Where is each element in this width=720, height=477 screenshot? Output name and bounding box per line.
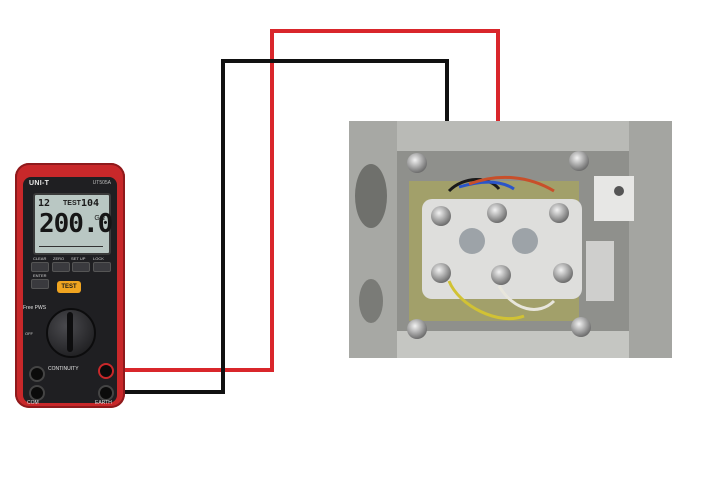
continuity-label: CONTINUITY (48, 366, 79, 372)
wire-white (497, 285, 556, 311)
recall-button[interactable] (31, 279, 49, 289)
corner-screws (407, 151, 591, 339)
zero-label: ZERO (53, 256, 65, 261)
terminal-block (422, 199, 582, 299)
jack-com[interactable] (29, 385, 45, 401)
lcd-main-readout: 200.0 (39, 209, 113, 239)
meter-brand: UNI-T (29, 180, 50, 187)
lock-label: LOCK (93, 256, 104, 261)
rotary-dial[interactable] (46, 308, 96, 358)
dial-label: Free PWS (23, 305, 47, 311)
terminal-box-illustration (349, 121, 672, 358)
lcd-test-label: TEST (63, 200, 81, 207)
dial-pointer (67, 312, 73, 352)
wire-brown (468, 175, 555, 193)
function-button-row (31, 262, 111, 272)
lcd-bargraph (39, 246, 103, 250)
ground-bracket (586, 241, 614, 301)
lcd-unit: GΩ (94, 215, 105, 222)
insulation-tester: UNI-T UT505A 12 TEST 104 200.0 GΩ CLEAR … (15, 163, 125, 408)
comp-button[interactable] (51, 262, 70, 272)
red-test-lead (104, 29, 500, 372)
box-right-wall (629, 121, 672, 358)
box-top-rim (349, 121, 672, 151)
meter-lcd: 12 TEST 104 200.0 GΩ (33, 193, 113, 255)
box-bottom-rim (349, 331, 672, 358)
motor-terminal-box-photo (349, 121, 672, 358)
wire-yellow (447, 280, 525, 321)
off-label: OFF (25, 331, 33, 336)
timer-button[interactable] (92, 262, 111, 272)
com-label: COM (27, 400, 39, 406)
black-test-lead (104, 59, 449, 394)
setup-label: SET UP (71, 256, 86, 261)
terminal-center-hole-right (512, 228, 538, 254)
jack-left[interactable] (29, 366, 45, 382)
cable-gland-bottom (359, 279, 383, 323)
cable-gland-top (355, 164, 387, 228)
earth-label: EARTH (95, 400, 112, 406)
meter-model: UT505A (92, 180, 111, 186)
terminal-studs (431, 203, 573, 285)
terminal-center-hole-left (459, 228, 485, 254)
wire-blue (458, 180, 515, 191)
save-button[interactable] (31, 262, 49, 272)
lcd-test-value: 104 (81, 198, 100, 209)
jack-line[interactable] (98, 363, 114, 379)
ground-terminal (594, 176, 634, 221)
clear-label: CLEAR (33, 256, 47, 261)
wire-black (447, 178, 501, 193)
lcd-range-readout: 12 (38, 198, 51, 209)
jack-earth[interactable] (98, 385, 114, 401)
ground-terminal-screw (614, 186, 624, 196)
test-button[interactable]: TEST (57, 281, 81, 293)
rdar-button[interactable] (72, 262, 91, 272)
enter-label: ENTER (33, 273, 47, 278)
